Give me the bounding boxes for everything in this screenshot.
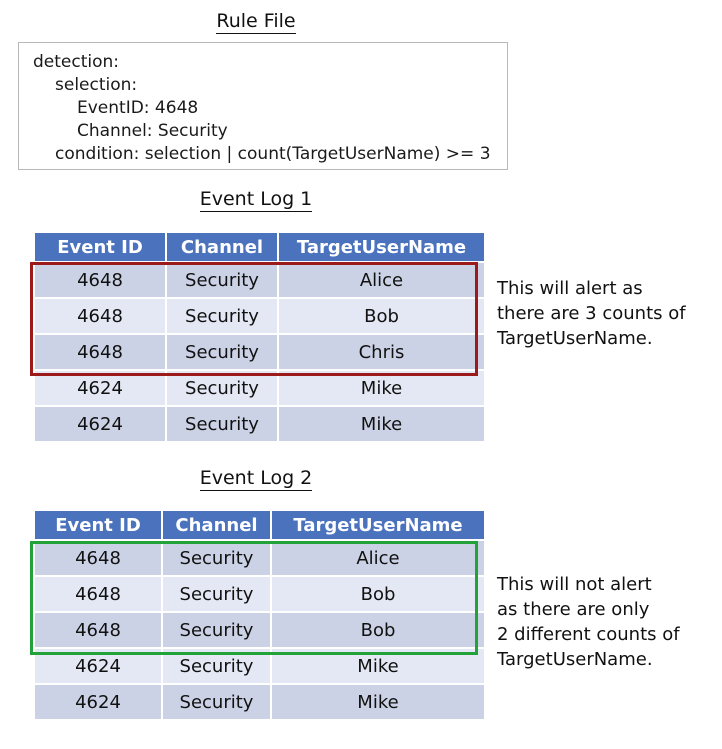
event-log-1-title: Event Log 1 bbox=[0, 188, 512, 212]
cell-channel: Security bbox=[167, 335, 277, 369]
rule-file-title: Rule File bbox=[0, 10, 512, 34]
table-row: 4648 Security Bob bbox=[35, 613, 484, 647]
column-header-channel: Channel bbox=[167, 233, 277, 261]
cell-event-id: 4648 bbox=[35, 541, 161, 575]
cell-event-id: 4648 bbox=[35, 299, 165, 333]
table-header-row: Event ID Channel TargetUserName bbox=[35, 511, 484, 539]
cell-target-user-name: Bob bbox=[279, 299, 484, 333]
column-header-target-user-name: TargetUserName bbox=[279, 233, 484, 261]
cell-event-id: 4624 bbox=[35, 371, 165, 405]
table-header-row: Event ID Channel TargetUserName bbox=[35, 233, 484, 261]
table-row: 4624 Security Mike bbox=[35, 371, 484, 405]
column-header-channel: Channel bbox=[163, 511, 270, 539]
table-row: 4624 Security Mike bbox=[35, 685, 484, 719]
table-row: 4624 Security Mike bbox=[35, 649, 484, 683]
cell-channel: Security bbox=[163, 685, 270, 719]
cell-channel: Security bbox=[163, 541, 270, 575]
event-log-2-title-text: Event Log 2 bbox=[199, 467, 313, 491]
rule-line-condition: condition: selection | count(TargetUserN… bbox=[55, 144, 491, 164]
event-log-2-title: Event Log 2 bbox=[0, 467, 512, 491]
table-row: 4648 Security Chris bbox=[35, 335, 484, 369]
rule-line-detection: detection: bbox=[33, 52, 120, 72]
cell-channel: Security bbox=[163, 649, 270, 683]
cell-target-user-name: Chris bbox=[279, 335, 484, 369]
cell-event-id: 4624 bbox=[35, 685, 161, 719]
cell-target-user-name: Alice bbox=[272, 541, 484, 575]
rule-line-channel: Channel: Security bbox=[77, 121, 228, 141]
rule-file-title-text: Rule File bbox=[216, 10, 296, 34]
cell-target-user-name: Mike bbox=[279, 371, 484, 405]
cell-channel: Security bbox=[167, 407, 277, 441]
cell-target-user-name: Bob bbox=[272, 577, 484, 611]
cell-event-id: 4648 bbox=[35, 577, 161, 611]
cell-event-id: 4624 bbox=[35, 407, 165, 441]
rule-line-eventid: EventID: 4648 bbox=[77, 98, 199, 118]
alert-annotation: This will alert as there are 3 counts of… bbox=[497, 278, 686, 349]
event-log-1-title-text: Event Log 1 bbox=[199, 188, 313, 212]
column-header-target-user-name: TargetUserName bbox=[272, 511, 484, 539]
cell-target-user-name: Mike bbox=[272, 649, 484, 683]
column-header-event-id: Event ID bbox=[35, 233, 165, 261]
table-row: 4648 Security Alice bbox=[35, 541, 484, 575]
cell-channel: Security bbox=[163, 577, 270, 611]
table-row: 4648 Security Bob bbox=[35, 577, 484, 611]
cell-event-id: 4648 bbox=[35, 613, 161, 647]
cell-target-user-name: Bob bbox=[272, 613, 484, 647]
event-log-1-table: Event ID Channel TargetUserName 4648 Sec… bbox=[33, 231, 486, 443]
rule-file-box: detection: selection: EventID: 4648 Chan… bbox=[18, 42, 508, 170]
no-alert-annotation: This will not alert as there are only 2 … bbox=[497, 574, 680, 670]
cell-event-id: 4648 bbox=[35, 335, 165, 369]
event-log-2-table: Event ID Channel TargetUserName 4648 Sec… bbox=[33, 509, 486, 721]
cell-channel: Security bbox=[167, 371, 277, 405]
table-row: 4648 Security Alice bbox=[35, 263, 484, 297]
cell-target-user-name: Mike bbox=[272, 685, 484, 719]
column-header-event-id: Event ID bbox=[35, 511, 161, 539]
cell-channel: Security bbox=[167, 299, 277, 333]
cell-channel: Security bbox=[167, 263, 277, 297]
cell-channel: Security bbox=[163, 613, 270, 647]
table-row: 4648 Security Bob bbox=[35, 299, 484, 333]
cell-target-user-name: Mike bbox=[279, 407, 484, 441]
cell-target-user-name: Alice bbox=[279, 263, 484, 297]
cell-event-id: 4648 bbox=[35, 263, 165, 297]
table-row: 4624 Security Mike bbox=[35, 407, 484, 441]
cell-event-id: 4624 bbox=[35, 649, 161, 683]
rule-line-selection: selection: bbox=[55, 75, 138, 95]
